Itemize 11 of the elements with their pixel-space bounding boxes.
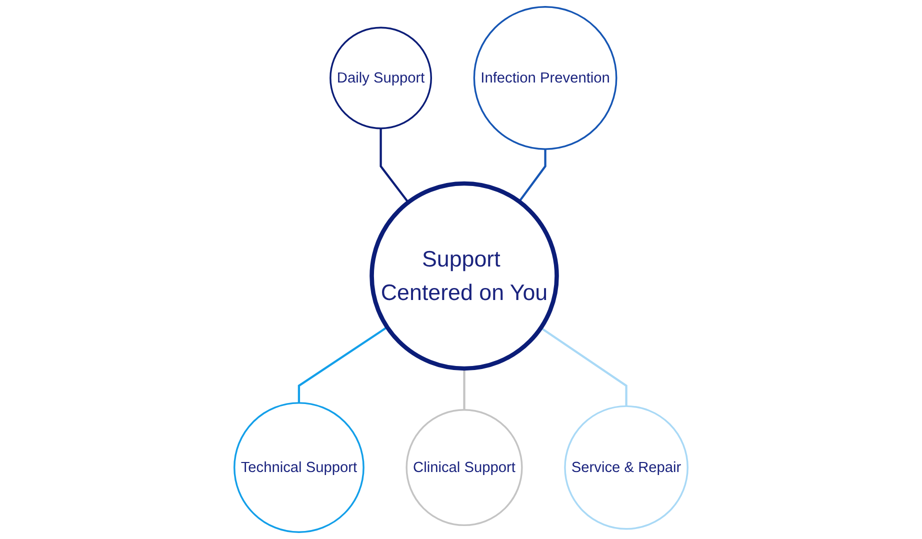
connector	[380, 128, 410, 204]
node-circle: Technical Support	[234, 402, 364, 533]
connector	[540, 326, 628, 406]
node-circle: Infection Prevention	[473, 6, 618, 150]
connector	[298, 326, 388, 403]
node-circle: Support Centered on You	[370, 181, 559, 371]
node-circle: Daily Support	[330, 26, 432, 130]
connector	[463, 368, 466, 410]
connector	[518, 149, 546, 202]
node-circle: Service & Repair	[564, 405, 688, 530]
node-circle: Clinical Support	[406, 408, 523, 526]
